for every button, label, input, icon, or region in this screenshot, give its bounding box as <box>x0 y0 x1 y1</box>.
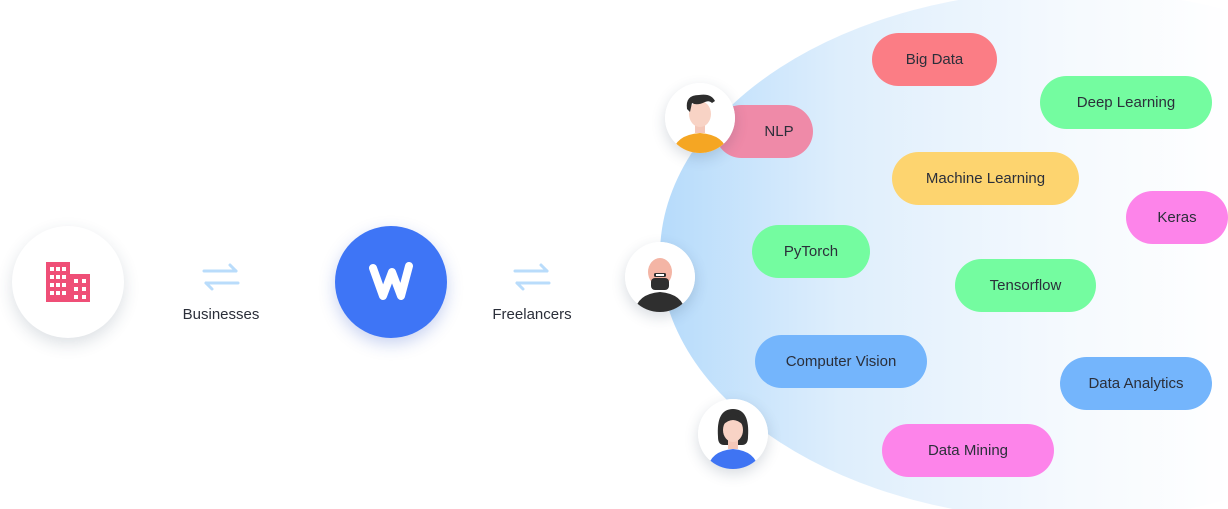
man-avatar-icon <box>665 83 735 153</box>
freelancer-avatar-man <box>665 83 735 153</box>
skill-pytorch: PyTorch <box>752 225 870 278</box>
building-icon <box>46 262 90 302</box>
business-node <box>12 226 124 338</box>
freelancer-avatar-robot <box>625 242 695 312</box>
freelancers-label: Freelancers <box>492 306 572 323</box>
skill-nlp-label: NLP <box>764 123 794 140</box>
skill-computer-vision: Computer Vision <box>755 335 927 388</box>
exchange-arrows-icon <box>513 263 551 291</box>
w-logo-icon <box>369 262 413 300</box>
exchange-arrows-icon <box>202 263 240 291</box>
skill-machine-learning: Machine Learning <box>892 152 1079 205</box>
woman-avatar-icon <box>698 399 768 469</box>
freelancer-avatar-woman <box>698 399 768 469</box>
skill-keras: Keras <box>1126 191 1228 244</box>
robot-avatar-icon <box>625 242 695 312</box>
skill-data-mining: Data Mining <box>882 424 1054 477</box>
skill-deep-learning: Deep Learning <box>1040 76 1212 129</box>
skill-data-analytics: Data Analytics <box>1060 357 1212 410</box>
businesses-label: Businesses <box>182 306 260 323</box>
platform-logo <box>335 226 447 338</box>
skill-big-data: Big Data <box>872 33 997 86</box>
skill-tensorflow: Tensorflow <box>955 259 1096 312</box>
